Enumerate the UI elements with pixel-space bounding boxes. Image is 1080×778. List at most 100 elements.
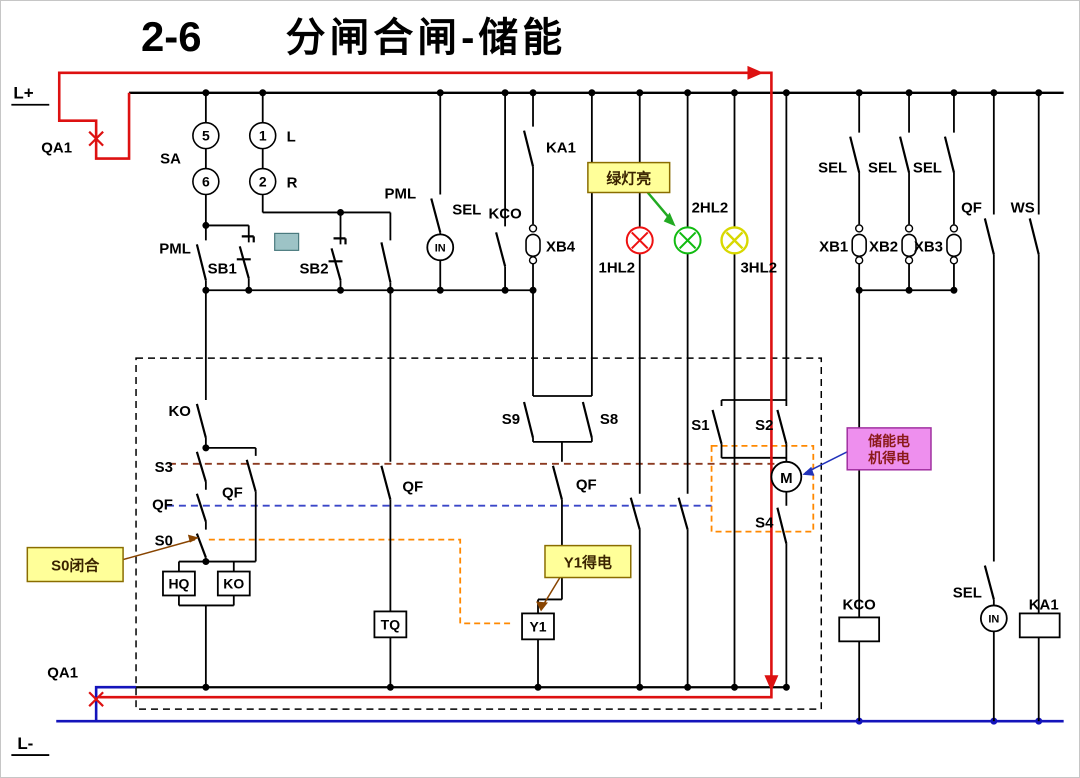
motor-callout-box	[846, 427, 932, 471]
s0-label: S0	[155, 533, 173, 550]
kco-top-label: KCO	[488, 205, 521, 222]
sa-position-r-label: R	[287, 175, 298, 192]
in-top-circle	[426, 233, 455, 262]
device-in-bottom: IN	[979, 604, 1008, 633]
motor-label: M	[780, 470, 792, 487]
xb1-label: XB1	[819, 238, 848, 255]
s1-label: S1	[691, 417, 709, 434]
sel-r1-label: SEL	[818, 160, 847, 177]
sa-contact-1	[248, 121, 277, 150]
lamp-2hl2	[673, 226, 702, 255]
title-text: 分闸合闸-储能	[286, 16, 566, 60]
xb3-pin-top	[949, 224, 959, 233]
xb2-pin-top	[904, 224, 914, 233]
sb2-label: SB2	[299, 260, 328, 277]
callout-y1-energized: Y1得电	[536, 544, 632, 612]
lamp-3hl2-label: 3HL2	[740, 259, 777, 276]
coil-ko: KO	[216, 570, 251, 597]
tq-box-label: TQ	[381, 616, 401, 632]
sa-contact-5	[192, 121, 220, 150]
sel-bottom-label: SEL	[953, 584, 982, 601]
device-in-top: IN	[426, 233, 455, 262]
qa1-cross-marks	[88, 130, 104, 707]
pml-left-label: PML	[159, 240, 191, 257]
red-arrow-down-icon	[764, 675, 779, 692]
l-plus-label: L+	[13, 84, 33, 103]
coil-hq: HQ	[162, 570, 196, 597]
lamp-3hl2	[720, 226, 749, 255]
lamp-2hl2-label: 2HL2	[692, 199, 729, 216]
ka1-coil-box	[1018, 612, 1061, 639]
xb4-body	[525, 233, 541, 258]
sb1-label: SB1	[208, 260, 237, 277]
l-minus-bus	[56, 685, 1064, 723]
motor-circle	[770, 460, 803, 493]
green-arrow-line	[646, 191, 671, 220]
kco-coil-box	[838, 616, 881, 643]
s9-label: S9	[502, 411, 520, 428]
xb4-pin-top	[528, 224, 538, 233]
control-section-dashed-box	[135, 357, 823, 710]
xb2-plug	[901, 224, 917, 265]
callout-s0-closed: S0闭合	[26, 534, 199, 583]
mechanical-interlock-block	[274, 232, 300, 251]
contact-blades	[195, 130, 1040, 600]
component-labels: L+ L- QA1 QA1 PML SB1 SB2 PML SEL KCO KA…	[13, 84, 1034, 753]
y1-callout-box	[544, 544, 632, 579]
selector-switch-sa: 5 1 6 2 SA L R	[160, 121, 298, 196]
limit-switch-dashed-box	[710, 444, 815, 533]
s3-label: S3	[155, 459, 173, 476]
motor-pointer-head-icon	[802, 466, 815, 476]
y1-box-label: Y1	[529, 618, 546, 634]
sa-contact-1-label: 1	[259, 128, 267, 144]
energized-red-path	[57, 65, 779, 707]
lamp-2hl2-cross-icon	[678, 231, 697, 250]
in-bottom-label: IN	[988, 613, 999, 625]
hq-box	[162, 570, 196, 597]
s0-pointer-line	[122, 538, 196, 561]
qa1-top-label: QA1	[41, 140, 72, 157]
y1-callout-text: Y1得电	[564, 554, 612, 572]
lamp-3hl2-cross-icon	[725, 231, 744, 250]
ka1-coil-label: KA1	[1029, 596, 1059, 613]
title: 2-6 分闸合闸-储能	[141, 13, 566, 60]
xb3-pin-bottom	[949, 256, 959, 265]
s0-callout-text: S0闭合	[51, 557, 100, 575]
green-lamp-callout-text: 绿灯亮	[606, 170, 651, 188]
xb1-plug	[851, 224, 867, 265]
xb1-pin-top	[854, 224, 864, 233]
lamp-1hl2	[625, 226, 654, 255]
hq-box-label: HQ	[168, 575, 189, 591]
y1-box	[521, 612, 555, 641]
signal-path-orange-dashed	[208, 538, 515, 625]
pml-mid-label: PML	[385, 185, 417, 202]
sa-contact-2	[248, 167, 277, 196]
xb1-body	[851, 233, 867, 258]
xb4-label: XB4	[546, 238, 576, 255]
xb2-pin-bottom	[904, 256, 914, 265]
s4-label: S4	[755, 515, 774, 532]
red-trace	[57, 71, 773, 699]
in-top-label: IN	[435, 242, 446, 254]
s0-callout-box	[26, 546, 124, 583]
motor-callout-line2: 机得电	[868, 450, 910, 466]
xb1-pin-bottom	[854, 256, 864, 265]
in-bottom-circle	[979, 604, 1008, 633]
ko-box-label: KO	[223, 575, 244, 591]
xb3-label: XB3	[914, 238, 943, 255]
sa-label: SA	[160, 151, 181, 168]
wires-black	[11, 92, 1040, 756]
sel-r2-label: SEL	[868, 160, 897, 177]
s0-pointer-head-icon	[187, 534, 199, 543]
y1-pointer-head-icon	[536, 601, 548, 612]
callout-green-lamp: 绿灯亮	[587, 161, 676, 227]
sel-top-label: SEL	[452, 201, 481, 218]
sa-contact-2-label: 2	[259, 174, 267, 190]
qf-right-label: QF	[961, 199, 982, 216]
lamp-1hl2-label: 1HL2	[599, 259, 636, 276]
junction-dots	[202, 89, 1043, 691]
lamp-1hl2-cross-icon	[631, 231, 649, 250]
l-minus-label: L-	[17, 734, 33, 753]
